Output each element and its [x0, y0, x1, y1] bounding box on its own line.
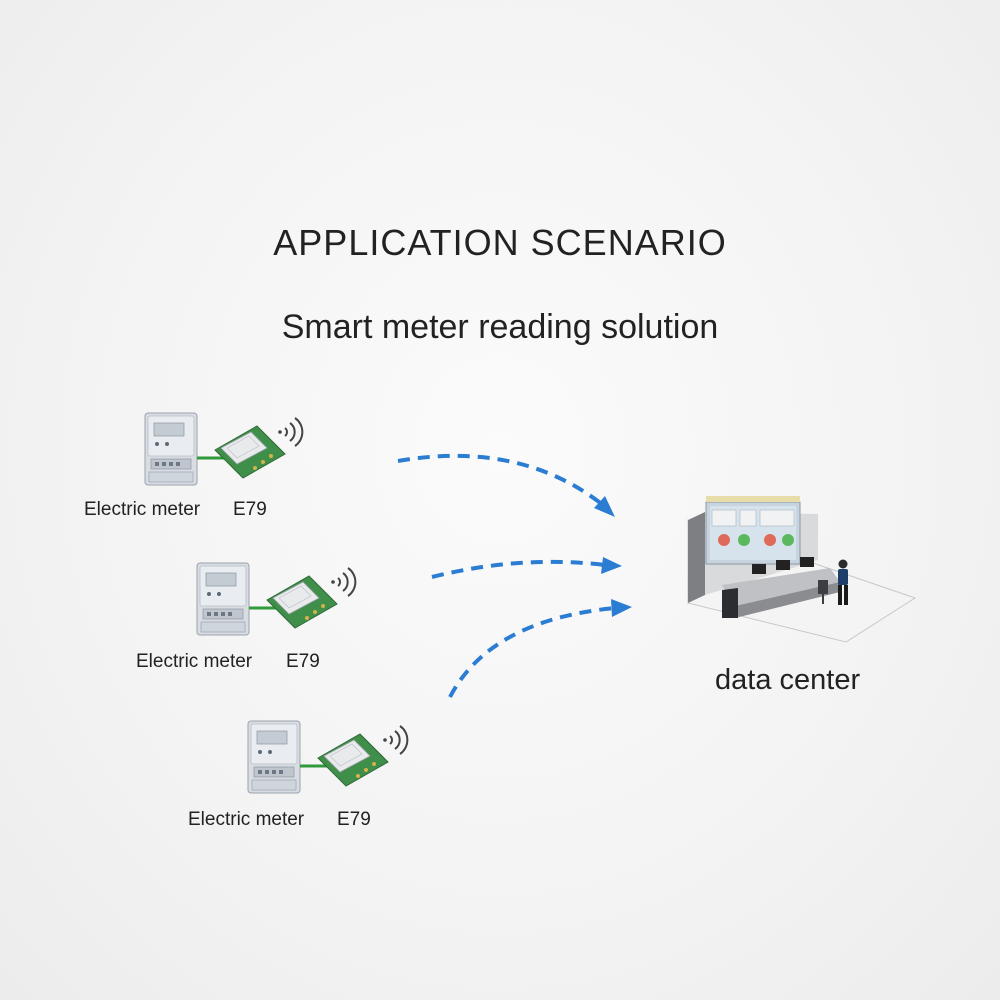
node-1: [144, 412, 304, 486]
meter-label: Electric meter: [136, 651, 253, 672]
dashed-arrow-2: [431, 557, 622, 579]
wireless-signal-icon: [277, 417, 304, 447]
data-center-label: data center: [715, 664, 861, 696]
dashed-arrow-3: [448, 599, 632, 698]
node-3: [247, 720, 409, 794]
node-2: [196, 562, 357, 636]
module-label: E79: [233, 499, 267, 520]
meter-label: Electric meter: [84, 499, 201, 520]
electric-meter-icon: [144, 412, 198, 486]
page-subtitle: Smart meter reading solution: [281, 308, 719, 346]
wireless-signal-icon: [382, 725, 409, 755]
e79-module-icon: [214, 425, 286, 479]
meter-label: Electric meter: [188, 809, 305, 830]
e79-module-icon: [317, 733, 389, 787]
electric-meter-icon: [196, 562, 250, 636]
module-label: E79: [286, 651, 320, 672]
electric-meter-icon: [247, 720, 301, 794]
dashed-arrow-1: [397, 453, 615, 517]
data-center-icon: [687, 496, 917, 643]
page-title: APPLICATION SCENARIO: [273, 222, 727, 263]
wireless-signal-icon: [330, 567, 357, 597]
e79-module-icon: [266, 575, 338, 629]
module-label: E79: [337, 809, 371, 830]
